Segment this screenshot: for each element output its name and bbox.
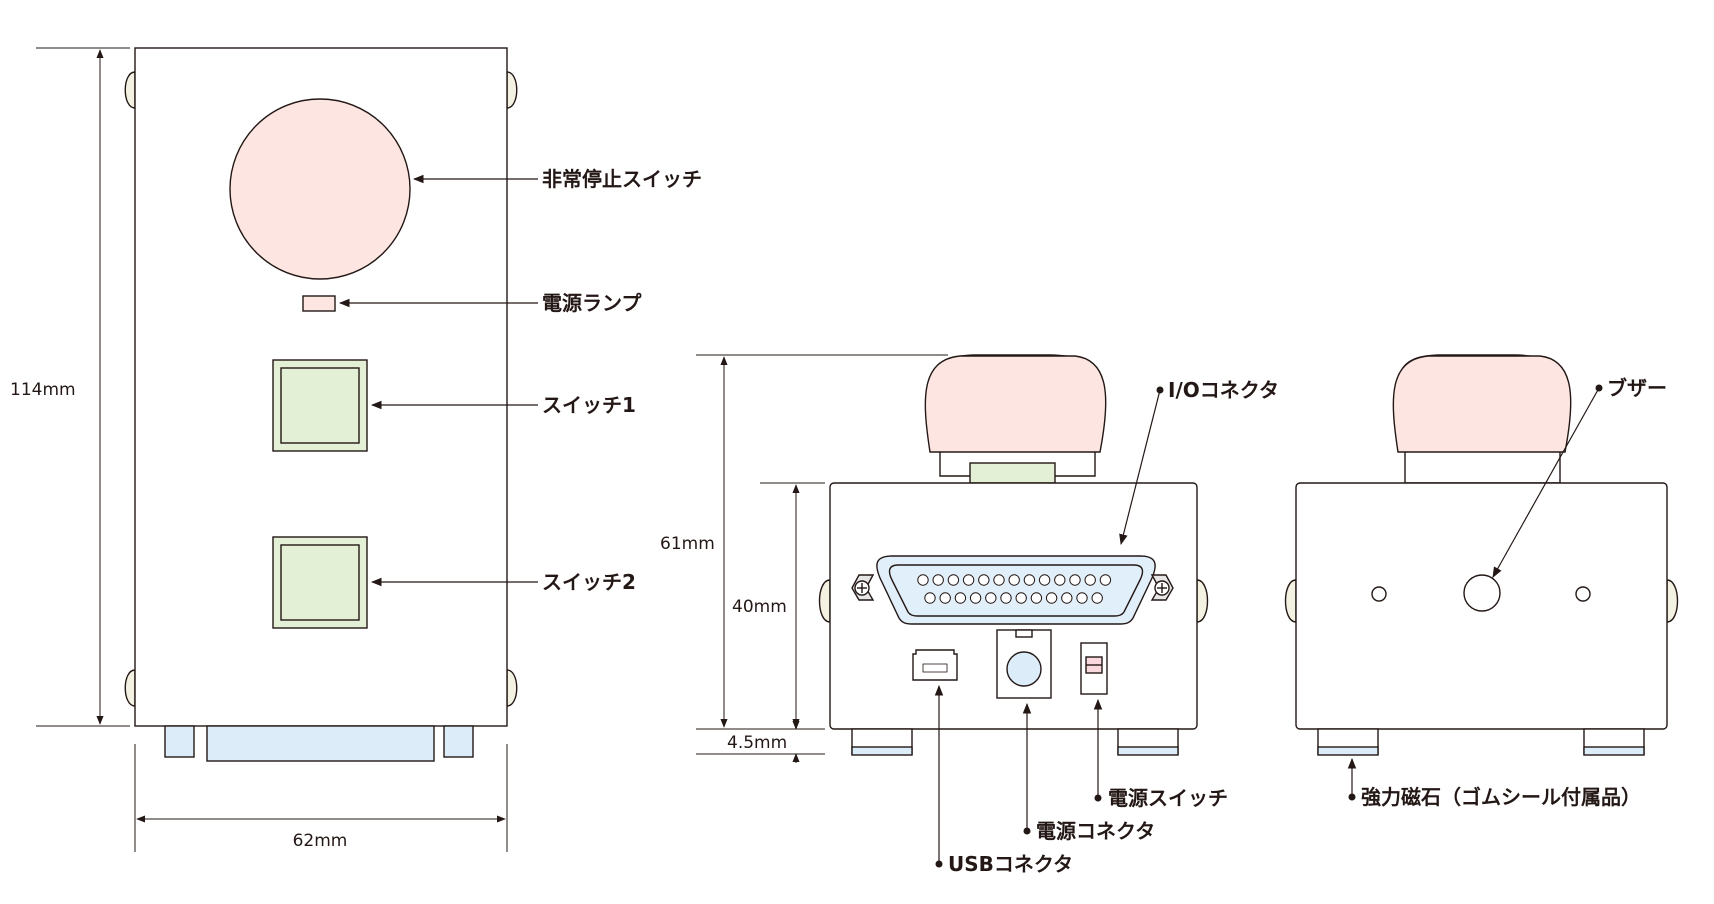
io-connector-pin	[1061, 592, 1073, 604]
label-io-connector: I/Oコネクタ	[1168, 378, 1279, 402]
side-feet	[1317, 728, 1645, 756]
io-connector-pin	[939, 592, 951, 604]
io-connector-pin	[962, 574, 975, 586]
side-view	[1284, 354, 1679, 756]
io-connector-pin	[1008, 574, 1020, 586]
dim-total-height: 61mm	[660, 534, 715, 554]
side-leaders	[1347, 387, 1600, 797]
dim-front-height: 114mm	[10, 380, 76, 400]
io-connector-pin	[1054, 574, 1066, 586]
io-connector-pin	[1084, 574, 1096, 586]
power-connector	[996, 629, 1052, 699]
io-connector-pin	[985, 592, 997, 604]
label-emergency-switch: 非常停止スイッチ	[542, 167, 702, 191]
label-usb-connector: USBコネクタ	[948, 852, 1073, 876]
io-connector-pin	[947, 574, 960, 586]
switch-1	[272, 359, 368, 452]
screw-right	[1150, 574, 1174, 601]
label-buzzer: ブザー	[1607, 376, 1667, 400]
io-connector-pin	[993, 574, 1005, 586]
switch-2	[272, 536, 368, 629]
label-power-switch: 電源スイッチ	[1108, 786, 1228, 810]
rear-magnet-bumps	[818, 579, 1209, 623]
io-connector-pin	[1023, 574, 1036, 586]
io-connector-pin	[1069, 574, 1081, 586]
power-lamp	[302, 295, 336, 312]
io-connector-pin	[1076, 592, 1088, 604]
screw-left	[851, 574, 875, 601]
power-switch	[1080, 642, 1108, 695]
dim-front-width: 62mm	[293, 831, 348, 851]
io-connector-pin	[954, 592, 967, 604]
label-magnet: 強力磁石（ゴムシール付属品）	[1361, 785, 1641, 809]
emergency-stop-switch	[229, 98, 411, 280]
io-connector-pin	[1091, 592, 1103, 604]
side-hole-left	[1371, 586, 1387, 602]
side-hole-right	[1575, 586, 1591, 602]
rear-leader-dots	[935, 386, 1164, 868]
front-view	[124, 47, 518, 762]
label-switch2: スイッチ2	[542, 570, 636, 594]
buzzer	[1463, 574, 1501, 612]
io-connector-pin	[1045, 592, 1058, 604]
io-connector	[851, 555, 1174, 625]
dim-body-height: 40mm	[732, 597, 787, 617]
io-connector-pin	[1099, 574, 1112, 586]
io-connector-pin	[1015, 592, 1027, 604]
rear-dimensions	[696, 354, 948, 763]
io-connector-pin	[978, 574, 990, 586]
front-bottom-connectors	[164, 725, 474, 762]
io-connector-pin	[1030, 592, 1043, 604]
dim-foot-height: 4.5mm	[727, 733, 787, 753]
label-switch1: スイッチ1	[542, 393, 636, 417]
io-connector-pin	[1000, 592, 1012, 604]
io-connector-pin	[1038, 574, 1051, 586]
side-leader-dots	[1348, 384, 1603, 801]
rear-view	[818, 354, 1209, 756]
front-dimensions	[36, 47, 508, 852]
rear-feet	[851, 728, 1179, 756]
io-connector-pin	[932, 574, 944, 586]
label-power-connector: 電源コネクタ	[1036, 819, 1155, 843]
io-connector-pin	[917, 574, 929, 586]
usb-port	[912, 649, 958, 681]
label-power-lamp: 電源ランプ	[542, 291, 642, 315]
io-connector-pin	[969, 592, 982, 604]
rear-leaders	[934, 389, 1161, 864]
io-connector-pin	[924, 592, 936, 604]
front-leaders	[338, 174, 538, 587]
